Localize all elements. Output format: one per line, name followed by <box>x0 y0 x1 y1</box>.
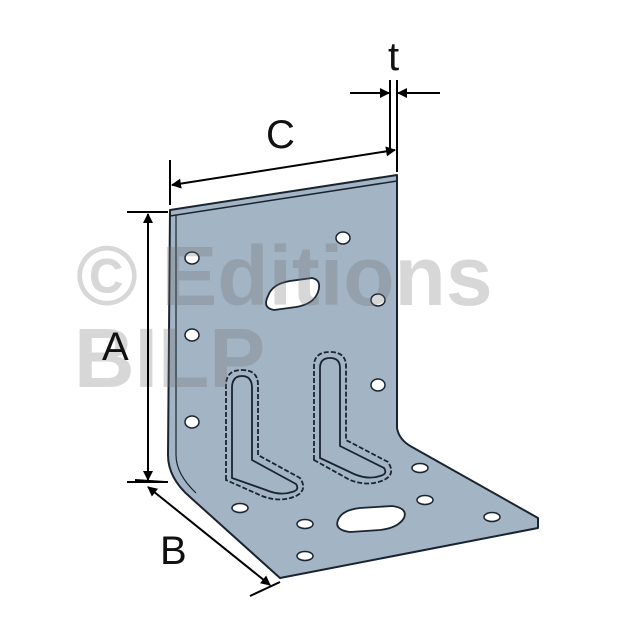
watermark-line-2: BILP <box>74 311 265 405</box>
horizontal-slot <box>336 505 406 533</box>
dimension-t <box>350 80 440 150</box>
dimension-a-label: A <box>102 325 129 369</box>
bracket-plate <box>167 174 539 579</box>
embossed-ribs <box>225 351 393 501</box>
watermark-line-1: © Editions <box>76 229 493 323</box>
dimension-c-label: C <box>266 113 295 157</box>
vertical-slot <box>265 277 321 311</box>
dimension-t-label: t <box>388 35 399 79</box>
angle-bracket <box>167 174 539 579</box>
dimension-b-label: B <box>160 529 187 573</box>
plate-top-edge <box>169 180 398 217</box>
mounting-holes <box>184 231 501 562</box>
dimension-b <box>134 479 281 597</box>
